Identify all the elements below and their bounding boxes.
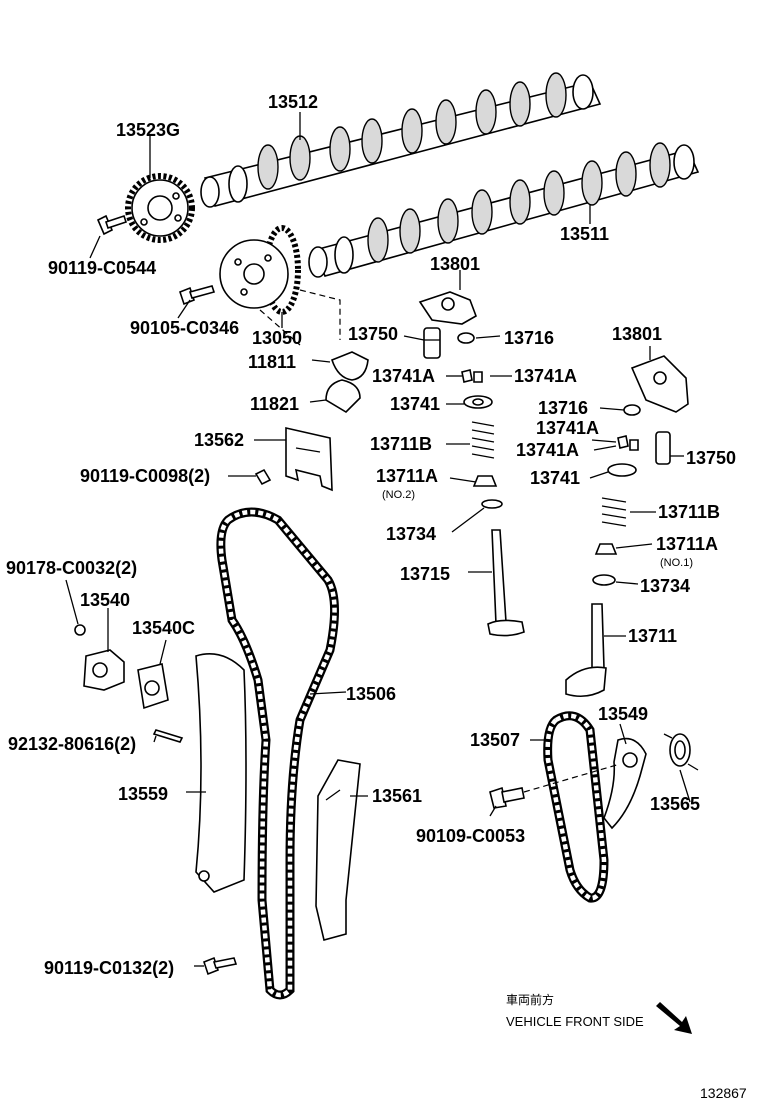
label-13741a-2a: 13741A <box>536 418 599 438</box>
seat-13711a-a[interactable] <box>472 475 498 487</box>
label-13549: 13549 <box>598 704 648 724</box>
label-13561: 13561 <box>372 786 422 806</box>
label-11821: 11821 <box>250 394 299 414</box>
label-13711a-b: 13711A <box>656 534 718 554</box>
label-13050: 13050 <box>252 328 302 348</box>
label-13711b-a: 13711B <box>370 434 432 454</box>
label-90119-c0544: 90119-C0544 <box>48 258 156 278</box>
bearing-11821[interactable] <box>325 379 361 414</box>
label-13734-b: 13734 <box>640 576 690 596</box>
label-13716-a: 13716 <box>504 328 554 348</box>
label-13801-a: 13801 <box>430 254 480 274</box>
keeper-13741a-pair-b[interactable] <box>617 435 639 451</box>
front-label-jp: 車両前方 <box>506 992 554 1007</box>
label-13741-b: 13741 <box>530 468 580 488</box>
label-13741-a: 13741 <box>390 394 440 414</box>
label-13540: 13540 <box>80 590 130 610</box>
bolt-90119-c0132[interactable] <box>203 956 238 976</box>
label-90119-c0098: 90119-C0098(2) <box>80 466 210 486</box>
label-13559: 13559 <box>118 784 168 804</box>
seat-13711a-b[interactable] <box>594 543 618 555</box>
bolt-90109-c0053[interactable] <box>489 786 525 809</box>
figure-code: 132867 <box>700 1085 747 1101</box>
label-13711: 13711 <box>628 626 677 646</box>
rocker-arm-13801-b[interactable] <box>630 355 689 413</box>
tensioner-arm-13549[interactable] <box>603 737 647 830</box>
keeper-13741a-pair-a[interactable] <box>461 369 483 383</box>
spring-13711b-a[interactable] <box>471 421 495 459</box>
stem-seal-13734-a[interactable] <box>481 499 503 509</box>
label-no1: (NO.1) <box>660 557 693 569</box>
retainer-13741-a[interactable] <box>463 395 493 409</box>
label-13711b-b: 13711B <box>658 502 720 522</box>
label-13741a-1a: 13741A <box>372 366 435 386</box>
label-11811: 11811 <box>248 352 296 372</box>
label-13801-b: 13801 <box>612 324 662 344</box>
label-13512: 13512 <box>268 92 318 112</box>
label-13741a-2b: 13741A <box>516 440 579 460</box>
spring-13711b-b[interactable] <box>601 497 627 527</box>
label-90105-c0346: 90105-C0346 <box>130 318 239 338</box>
nut-90178-c0032[interactable] <box>74 624 86 636</box>
retainer-13741-b[interactable] <box>607 463 637 477</box>
front-direction-arrow <box>656 1002 692 1034</box>
bolt-90119-c0544[interactable] <box>96 214 128 236</box>
valve-cap-13716-a[interactable] <box>457 332 475 344</box>
sprocket-13523g[interactable] <box>125 173 195 243</box>
label-13711a-a: 13711A <box>376 466 438 486</box>
vvt-gear-13050[interactable] <box>219 225 301 315</box>
leader-lines <box>65 112 691 967</box>
damper-13561[interactable] <box>315 759 361 941</box>
valve-13715[interactable] <box>487 529 525 637</box>
chain-13507[interactable] <box>543 711 609 903</box>
label-13523g: 13523G <box>116 120 180 140</box>
label-no2: (NO.2) <box>382 489 415 501</box>
label-13715: 13715 <box>400 564 450 584</box>
label-13511: 13511 <box>560 224 609 244</box>
rocker-arm-13801-a[interactable] <box>418 291 477 325</box>
stud-92132-80616[interactable] <box>152 729 184 743</box>
label-13741a-1b: 13741A <box>514 366 577 386</box>
label-13750-b: 13750 <box>686 448 736 468</box>
camshaft-13511[interactable] <box>308 142 700 278</box>
valve-13711[interactable] <box>565 603 607 698</box>
lash-adjuster-13750-b[interactable] <box>655 431 671 465</box>
label-90178-c0032: 90178-C0032(2) <box>6 558 137 578</box>
label-13750-a: 13750 <box>348 324 398 344</box>
label-13716-b: 13716 <box>538 398 588 418</box>
chain-guide-13562[interactable] <box>285 426 333 492</box>
label-13565: 13565 <box>650 794 700 814</box>
gasket-13540c[interactable] <box>137 663 169 710</box>
label-13562: 13562 <box>194 430 244 450</box>
spring-13565[interactable] <box>663 733 699 771</box>
bearing-11811[interactable] <box>331 351 369 381</box>
camshaft-13512[interactable] <box>200 72 602 208</box>
tensioner-13540[interactable] <box>83 649 125 691</box>
label-13506: 13506 <box>346 684 396 704</box>
front-label-en: VEHICLE FRONT SIDE <box>506 1014 644 1029</box>
bolt-90105-c0346[interactable] <box>179 285 216 306</box>
label-92132-80616: 92132-80616(2) <box>8 734 136 754</box>
label-90119-c0132: 90119-C0132(2) <box>44 958 174 978</box>
slipper-13559[interactable] <box>195 653 247 893</box>
stem-seal-13734-b[interactable] <box>592 574 616 586</box>
lash-adjuster-13750-a[interactable] <box>423 327 441 359</box>
label-13734-a: 13734 <box>386 524 436 544</box>
valve-cap-13716-b[interactable] <box>623 404 641 416</box>
bolt-90119-c0098[interactable] <box>254 468 272 486</box>
timing-chain-13506[interactable] <box>216 507 340 1000</box>
label-13540c: 13540C <box>132 618 195 638</box>
label-90109-c0053: 90109-C0053 <box>416 826 525 846</box>
label-13507: 13507 <box>470 730 520 750</box>
